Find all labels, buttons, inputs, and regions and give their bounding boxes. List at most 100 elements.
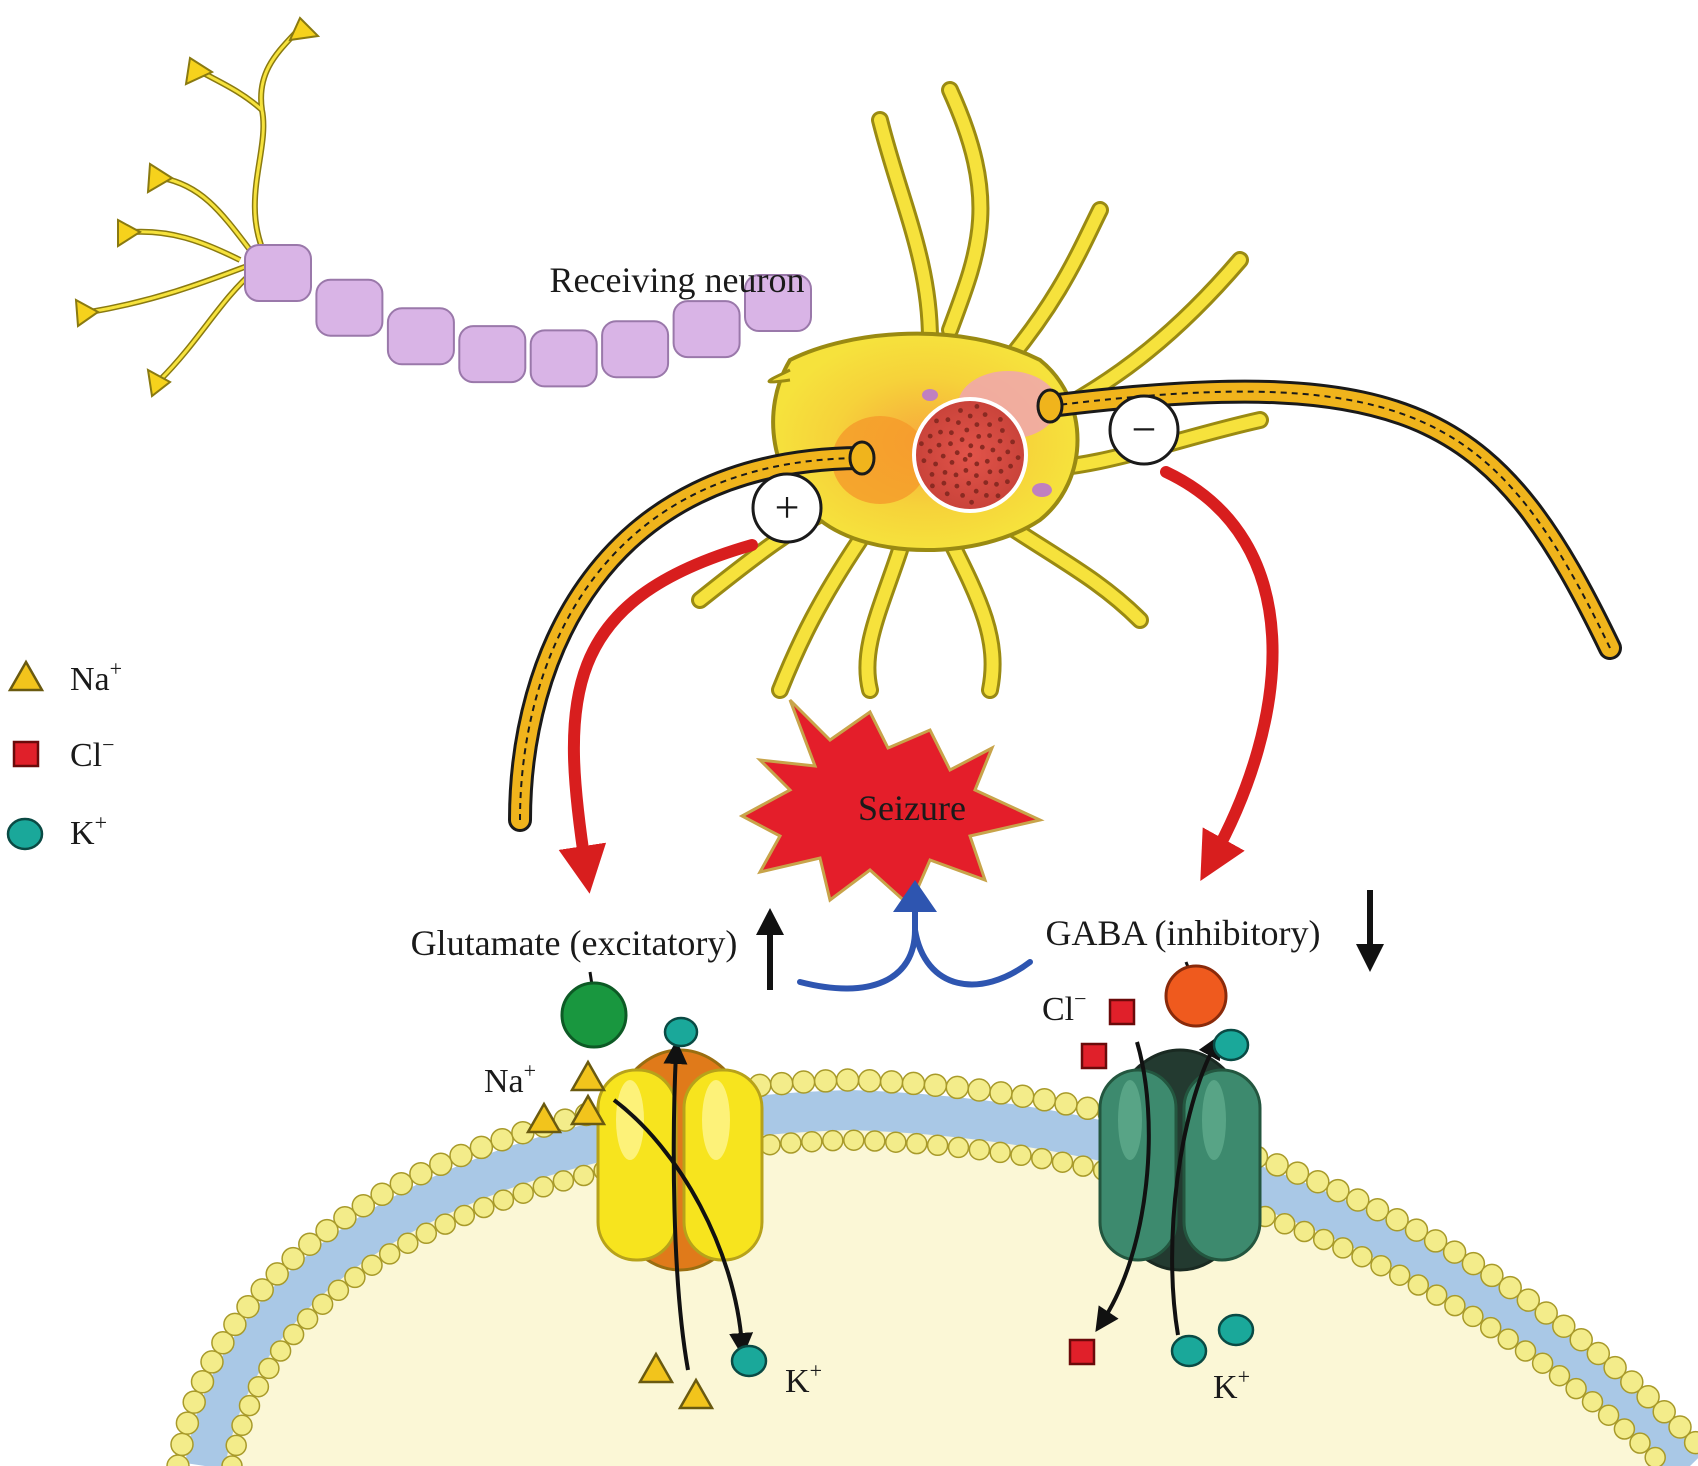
- lipid-head: [968, 1138, 991, 1161]
- chromatin-dot: [958, 408, 963, 413]
- lipid-head: [351, 1193, 376, 1218]
- chromatin-dot: [933, 461, 938, 467]
- chromatin-dot: [998, 417, 1003, 422]
- na-ion: [637, 1351, 675, 1384]
- lipid-head: [200, 1350, 224, 1374]
- na-ion: [677, 1377, 715, 1410]
- convergence-arrowhead: [893, 880, 937, 912]
- lipid-head: [1346, 1188, 1370, 1212]
- myelin-segment: [458, 325, 527, 384]
- lipid-head: [327, 1279, 350, 1302]
- lipid-head: [1644, 1446, 1666, 1466]
- lipid-head: [182, 1390, 206, 1414]
- na-ion: [525, 1101, 563, 1134]
- chromatin-dot: [938, 429, 943, 435]
- lipid-head: [1620, 1370, 1644, 1394]
- gaba-decrease-arrow: [1356, 890, 1384, 972]
- lipid-head: [1603, 1355, 1627, 1380]
- chromatin-dot: [1008, 463, 1013, 469]
- lipid-head: [429, 1152, 453, 1177]
- lipid-head: [835, 1068, 860, 1092]
- seizure-label: Seizure: [858, 788, 966, 828]
- chromatin-dot: [979, 444, 985, 450]
- na-influx-arrow: [612, 1098, 754, 1357]
- excitatory-channel: [596, 1048, 764, 1272]
- lipid-head: [434, 1213, 456, 1235]
- legend-na-label: Na+: [70, 656, 122, 698]
- lipid-head: [857, 1069, 882, 1093]
- lipid-head: [378, 1243, 401, 1265]
- chromatin-dot: [1000, 428, 1005, 433]
- lipid-head: [1332, 1237, 1354, 1259]
- incoming-inhibitory-axon: [1036, 379, 1622, 660]
- lipid-head: [1548, 1364, 1571, 1387]
- chromatin-dot: [969, 499, 974, 505]
- chromatin-dot: [953, 472, 959, 478]
- legend: Na+ Cl− K+: [6, 656, 122, 852]
- excitatory-release-arrow: [558, 539, 758, 894]
- lipid-head: [791, 1070, 816, 1094]
- chromatin-dot: [983, 480, 989, 485]
- lipid-head: [1497, 1328, 1519, 1350]
- lipid-head: [1293, 1220, 1316, 1243]
- lipid-head: [1326, 1178, 1350, 1203]
- lipid-head: [989, 1081, 1013, 1105]
- chromatin-dot: [944, 491, 950, 497]
- chromatin-dot: [921, 458, 927, 464]
- lipid-head: [473, 1196, 495, 1219]
- lipid-head: [1514, 1340, 1537, 1362]
- lipid-head: [1636, 1385, 1660, 1409]
- lipid-head: [490, 1127, 514, 1152]
- lipid-head: [532, 1176, 555, 1198]
- cl-influx-arrow: [1095, 1041, 1151, 1332]
- lipid-head: [1051, 1151, 1074, 1173]
- seizure-burst: Seizure: [738, 698, 1045, 909]
- lipid-head: [967, 1078, 991, 1102]
- chromatin-dot: [984, 493, 989, 498]
- chromatin-dot: [927, 433, 933, 439]
- myelin-segment: [244, 244, 312, 302]
- minus-sign: −: [1132, 405, 1157, 454]
- lipid-head: [1597, 1404, 1620, 1426]
- chromatin-dot: [982, 412, 988, 417]
- lipid-head: [1569, 1327, 1593, 1352]
- cl-label-right: Cl−: [1042, 986, 1087, 1028]
- lipid-head: [333, 1206, 357, 1230]
- chromatin-dot: [963, 468, 969, 473]
- lipid-head: [1552, 1314, 1576, 1338]
- lipid-head: [190, 1369, 215, 1394]
- glutamate-increase-arrow: [756, 908, 784, 990]
- lipid-head: [947, 1136, 970, 1159]
- glutamate-label: Glutamate (excitatory): [411, 923, 738, 963]
- ion-flow-arrows: [612, 1034, 1221, 1371]
- lipid-head: [1531, 1352, 1554, 1374]
- lipid-head: [512, 1182, 534, 1204]
- chromatin-dot: [942, 470, 948, 475]
- chromatin-dot: [966, 480, 972, 486]
- chromatin-dot: [995, 493, 1001, 499]
- lipid-head: [1480, 1263, 1504, 1288]
- lipid-head: [552, 1170, 575, 1192]
- chromatin-dot: [934, 418, 939, 424]
- chromatin-dot: [990, 447, 996, 453]
- lipid-head: [281, 1246, 305, 1271]
- lipid-head: [389, 1171, 414, 1196]
- chromatin-dot: [973, 488, 979, 494]
- plus-sign: +: [775, 483, 800, 532]
- lipid-head: [361, 1254, 383, 1276]
- chromatin-dot: [967, 452, 973, 458]
- lipid-head: [1054, 1092, 1078, 1116]
- lipid-head: [1461, 1251, 1486, 1276]
- chromatin-dot: [927, 448, 933, 454]
- chromatin-dot: [1015, 455, 1021, 460]
- lipid-head: [250, 1278, 274, 1302]
- chromatin-dot: [974, 404, 980, 409]
- k-label-left: K+: [785, 1358, 822, 1400]
- lipid-head: [1010, 1144, 1032, 1167]
- lipid-head: [1312, 1228, 1335, 1251]
- lipid-head: [247, 1375, 270, 1398]
- lipid-head: [409, 1161, 433, 1186]
- chromatin-dot: [919, 441, 924, 447]
- lipid-head: [1479, 1316, 1502, 1339]
- lipid-head: [311, 1293, 334, 1315]
